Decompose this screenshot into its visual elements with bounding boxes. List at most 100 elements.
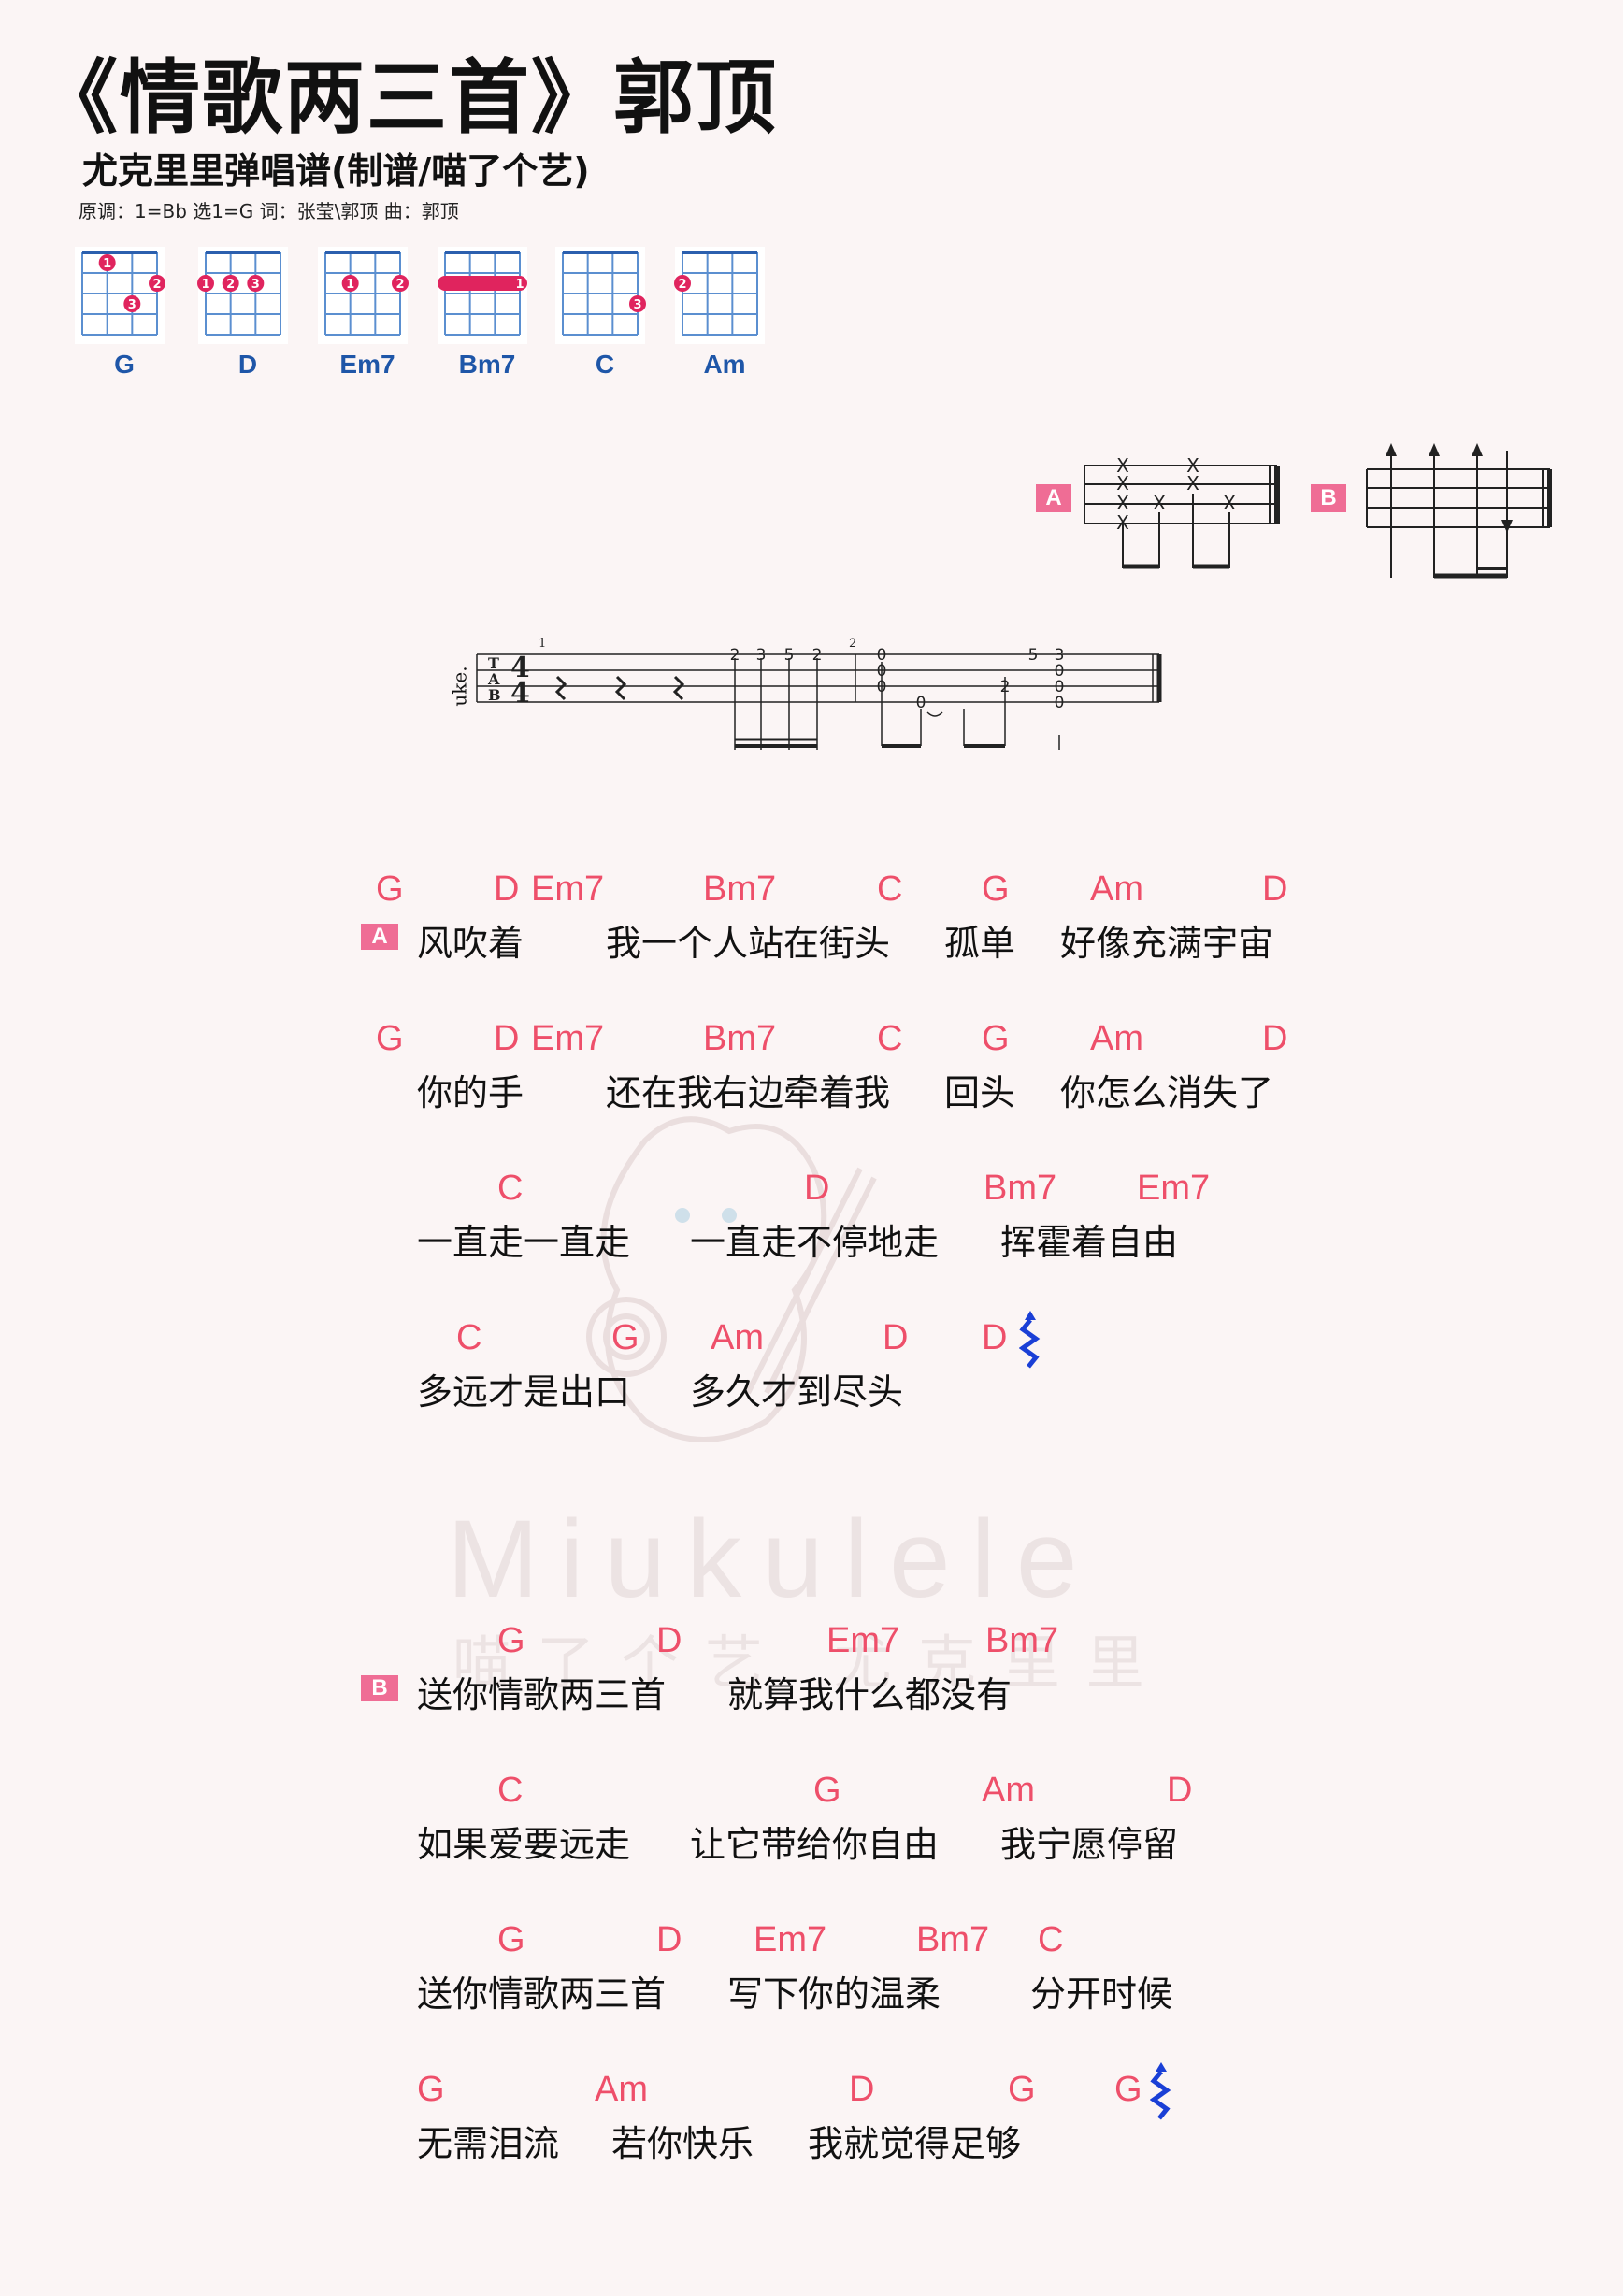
chord-line: G D Em7 Bm7 C <box>0 1920 1623 1963</box>
chord-label: C <box>456 1318 482 1357</box>
lyric-phrase: 就算我什么都没有 <box>727 1674 1013 1715</box>
chord-label: C <box>1038 1920 1064 1959</box>
measure-number-2: 2 <box>849 637 856 651</box>
chord-label: C <box>877 869 903 909</box>
finger-dot <box>197 275 214 292</box>
lyric-phrase: 如果爱要远走 <box>417 1824 631 1865</box>
song-title: 《情歌两三首》郭顶 <box>37 51 778 145</box>
chord-label: Bm7 <box>703 1019 777 1058</box>
chord-line: G D Em7 Bm7 <box>0 1621 1623 1664</box>
chord-label: G <box>497 1920 525 1959</box>
finger-dot <box>392 275 409 292</box>
svg-text:X: X <box>1116 492 1129 514</box>
chord-label: G <box>982 869 1010 909</box>
lyric-phrase: 送你情歌两三首 <box>417 1674 667 1715</box>
tab-note: 3 <box>1055 646 1065 665</box>
chord-label: Am <box>711 1318 764 1357</box>
chord-label: D <box>656 1920 682 1959</box>
chord-label: G <box>497 1621 525 1660</box>
lyric-phrase: 一直走一直走 <box>417 1222 631 1263</box>
chord-label: Am <box>1090 1019 1143 1058</box>
chord-label: G <box>1008 2070 1036 2109</box>
time-sig-bottom: 4 <box>510 677 530 710</box>
tab-note: 0 <box>877 678 887 696</box>
chord-label: Em7 <box>531 869 605 909</box>
tab-note: 0 <box>1055 694 1065 712</box>
finger-dot <box>149 275 165 292</box>
chord-label: G <box>611 1318 639 1357</box>
chord-label: D <box>656 1621 682 1660</box>
svg-text:1: 1 <box>346 278 354 292</box>
lyric-phrase: 你的手 <box>417 1072 524 1113</box>
svg-text:2: 2 <box>152 278 161 292</box>
chord-label: D <box>1262 869 1288 909</box>
finger-dot <box>123 295 141 312</box>
svg-text:3: 3 <box>128 298 136 312</box>
chord-label: Am <box>595 2070 648 2109</box>
chord-line: G D Em7 Bm7 C G Am D <box>0 1019 1623 1062</box>
time-sig-top: 4 <box>510 652 530 684</box>
chord-label: D <box>883 1318 909 1357</box>
svg-text:3: 3 <box>633 298 641 312</box>
lyric-phrase: 挥霍着自由 <box>1000 1222 1179 1263</box>
tab-note: 0 <box>877 646 887 665</box>
svg-text:1: 1 <box>515 278 524 292</box>
arpeggio-icon <box>1150 2062 1171 2120</box>
lyric-phrase: 若你快乐 <box>611 2123 754 2164</box>
chord-diagram-name: Am <box>703 350 746 379</box>
measure-number-1: 1 <box>539 637 546 651</box>
svg-text:1: 1 <box>201 278 209 292</box>
chord-label: D <box>804 1169 830 1208</box>
svg-text:X: X <box>1186 472 1199 495</box>
chord-label: Bm7 <box>703 869 777 909</box>
chord-label: D <box>849 2070 875 2109</box>
finger-dot <box>341 275 359 292</box>
chord-label: C <box>497 1169 524 1208</box>
lyric-line: 你的手 还在我右边牵着我 回头 你怎么消失了 <box>0 1064 1623 1113</box>
lyric-line: 无需泪流 若你快乐 我就觉得足够 <box>0 2115 1623 2164</box>
chord-label: G <box>376 1019 404 1058</box>
chord-label: Bm7 <box>916 1920 990 1959</box>
lyric-phrase: 一直走不停地走 <box>690 1222 940 1263</box>
finger-dot <box>674 275 691 292</box>
song-meta: 原调：1=Bb 选1=G 词：张莹\郭顶 曲：郭顶 <box>79 200 459 222</box>
chord-label: G <box>376 869 404 909</box>
chord-diagram-name: D <box>237 350 258 379</box>
svg-text:X: X <box>1116 472 1129 495</box>
svg-text:2: 2 <box>395 278 404 292</box>
svg-text:X: X <box>1116 454 1129 477</box>
tab-note: 0 <box>877 662 887 681</box>
chord-label: Em7 <box>826 1621 900 1660</box>
strum-pattern-b <box>1366 443 1552 579</box>
svg-text:X: X <box>1153 492 1166 514</box>
subtitle: 尤克里里弹唱谱(制谱/喵了个艺) <box>82 151 590 192</box>
lyric-line: 如果爱要远走 让它带给你自由 我宁愿停留 <box>0 1815 1623 1865</box>
section-a-badge: A <box>361 924 398 950</box>
chord-label: C <box>877 1019 903 1058</box>
chord-label: D <box>494 1019 520 1058</box>
svg-text:2: 2 <box>226 278 235 292</box>
chord-label: Em7 <box>1137 1169 1211 1208</box>
chord-diagram-name: Em7 <box>339 350 395 379</box>
finger-dot <box>222 275 239 292</box>
chord-line: G Am D G G <box>0 2070 1623 2113</box>
tab-clef-b: B <box>488 686 501 704</box>
lyric-phrase: 我宁愿停留 <box>1000 1824 1179 1865</box>
chord-label: D <box>982 1318 1008 1357</box>
chord-label: D <box>494 869 520 909</box>
tab-note: 2 <box>812 646 823 665</box>
chord-label: G <box>982 1019 1010 1058</box>
lyric-phrase: 送你情歌两三首 <box>417 1973 667 2015</box>
chord-label: Am <box>1090 869 1143 909</box>
lyric-phrase: 还在我右边牵着我 <box>606 1072 891 1113</box>
lyric-phrase: 风吹着 <box>417 923 524 964</box>
lyric-phrase: 孤单 <box>944 923 1016 964</box>
chord-label: D <box>1262 1019 1288 1058</box>
tab-note: 2 <box>1000 678 1011 696</box>
svg-text:X: X <box>1186 454 1199 477</box>
lyric-phrase: 让它带给你自由 <box>690 1824 940 1865</box>
chord-label: Em7 <box>754 1920 827 1959</box>
